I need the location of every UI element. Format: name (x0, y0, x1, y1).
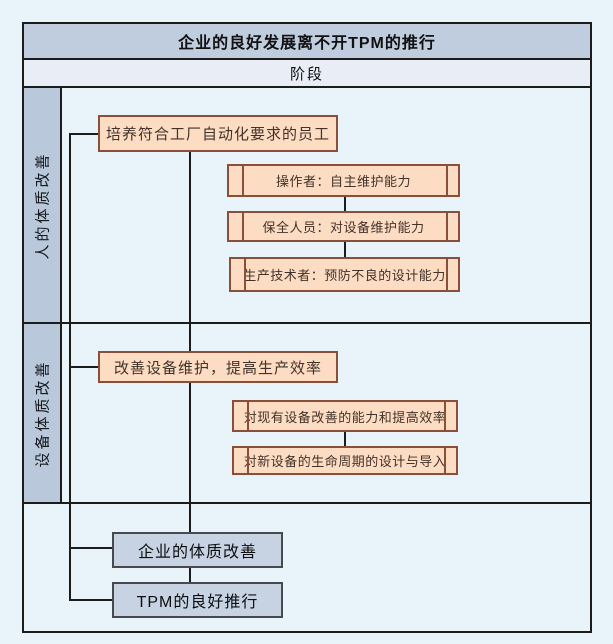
connector-sub-2a-2b (344, 431, 346, 447)
connector-elbow-main1 (69, 133, 98, 135)
box-left-divider (242, 166, 244, 195)
box-production-engineer-ability: 生产技术者：预防不良的设计能力 (229, 257, 460, 292)
connector-elbow-main2 (69, 366, 98, 368)
box-maintenance-staff-ability: 保全人员：对设备维护能力 (227, 211, 460, 242)
sidebar-label-human: 人的体质改善 (34, 150, 52, 260)
stage-header-label: 阶段 (289, 65, 324, 83)
diagram-title: 企业的良好发展离不开TPM的推行 (178, 35, 436, 52)
sidebar-section-human: 人的体质改善 (22, 86, 62, 324)
connector-chain-main1-main2 (189, 151, 191, 351)
box-maintenance-staff-ability-label: 保全人员：对设备维护能力 (262, 220, 425, 235)
box-production-engineer-ability-label: 生产技术者：预防不良的设计能力 (243, 268, 446, 283)
connector-chain-result1-result2 (189, 567, 191, 583)
box-existing-equipment-improvement-label: 对现有设备改善的能力和提高效率 (243, 409, 447, 425)
box-improve-equipment-maintenance: 改善设备维护，提高生产效率 (98, 351, 338, 383)
box-existing-equipment-improvement: 对现有设备改善的能力和提高效率 (232, 400, 458, 432)
diagram-title-bar: 企业的良好发展离不开TPM的推行 (22, 22, 592, 60)
stage-header-bar: 阶段 (22, 58, 592, 88)
box-left-divider (244, 259, 246, 290)
connector-elbow-result1 (69, 547, 112, 549)
box-right-divider (446, 166, 448, 195)
box-right-divider (446, 213, 448, 240)
box-operator-ability: 操作者：自主维护能力 (227, 164, 460, 197)
box-train-employees-label: 培养符合工厂自动化要求的员工 (105, 126, 330, 143)
box-right-divider (444, 448, 446, 473)
sidebar-label-equipment: 设备体质改善 (34, 358, 52, 468)
connector-sub-1b-1c (344, 241, 346, 258)
box-tpm-good-implementation-label: TPM的良好推行 (136, 594, 259, 611)
box-new-equipment-lifecycle: 对新设备的生命周期的设计与导入 (232, 446, 458, 475)
box-left-divider (247, 402, 249, 430)
box-left-divider (247, 448, 249, 473)
box-tpm-good-implementation: TPM的良好推行 (112, 582, 283, 618)
box-left-divider (242, 213, 244, 240)
box-enterprise-constitution-improvement: 企业的体质改善 (112, 532, 283, 568)
box-enterprise-constitution-improvement-label: 企业的体质改善 (137, 544, 257, 561)
box-operator-ability-label: 操作者：自主维护能力 (275, 174, 411, 189)
section-divider-1 (62, 322, 592, 324)
box-train-employees: 培养符合工厂自动化要求的员工 (98, 115, 338, 152)
box-improve-equipment-maintenance-label: 改善设备维护，提高生产效率 (113, 359, 322, 377)
sidebar-section-equipment: 设备体质改善 (22, 322, 62, 504)
section-divider-2 (24, 502, 590, 504)
box-right-divider (444, 402, 446, 430)
connector-sub-1a-1b (344, 196, 346, 212)
connector-chain-main2-result1 (189, 382, 191, 532)
box-new-equipment-lifecycle-label: 对新设备的生命周期的设计与导入 (243, 454, 447, 469)
connector-elbow-result2 (69, 599, 112, 601)
box-right-divider (446, 259, 448, 290)
diagram-outer-frame (22, 22, 592, 633)
